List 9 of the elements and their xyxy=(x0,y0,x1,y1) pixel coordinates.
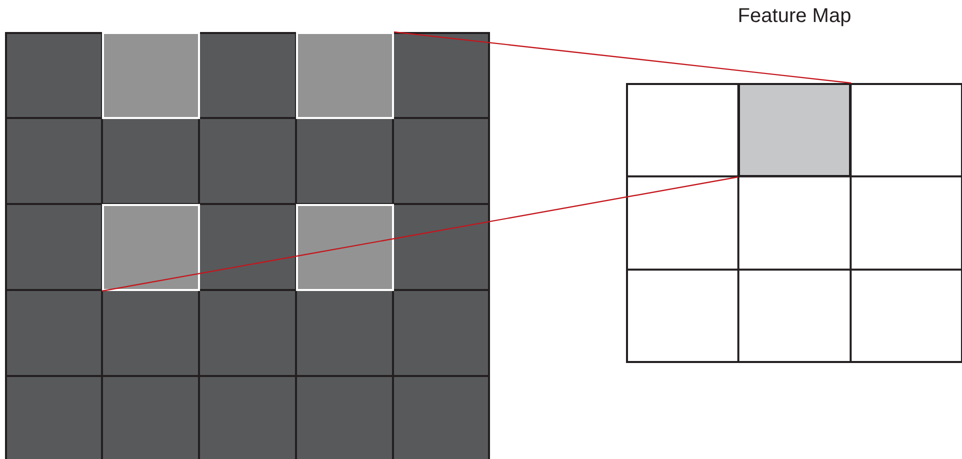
highlighted-cell xyxy=(296,32,394,119)
highlighted-cell xyxy=(102,32,200,119)
leader-line xyxy=(102,176,738,292)
highlighted-cell xyxy=(738,83,851,177)
input-grid xyxy=(5,32,490,459)
heading: Feature Map xyxy=(738,5,852,28)
highlighted-cell xyxy=(296,204,394,291)
leader-line xyxy=(394,31,852,84)
highlighted-cell xyxy=(102,204,200,291)
